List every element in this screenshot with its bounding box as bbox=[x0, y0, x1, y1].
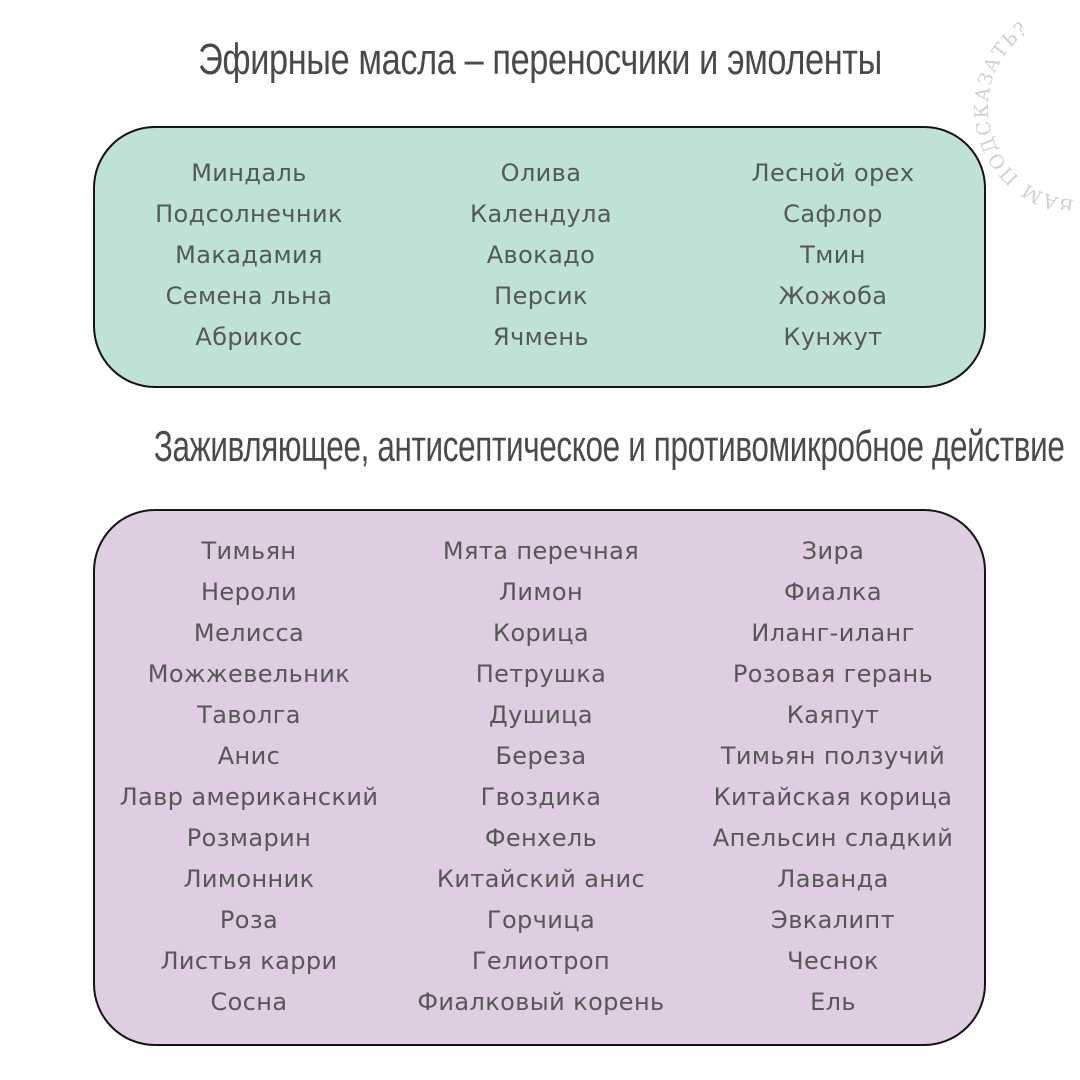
oil-item: Лаванда bbox=[777, 865, 889, 893]
oil-item: Розмарин bbox=[186, 824, 312, 852]
oil-item: Гелиотроп bbox=[471, 947, 611, 975]
oil-item: Абрикос bbox=[195, 323, 303, 351]
oil-item: Китайская корица bbox=[713, 783, 953, 811]
oil-item: Анис bbox=[217, 742, 281, 770]
oil-item: Лимонник bbox=[183, 865, 315, 893]
oil-item: Эвкалипт bbox=[771, 906, 895, 934]
oil-item: Календула bbox=[470, 200, 612, 228]
oil-item: Петрушка bbox=[475, 660, 607, 688]
oil-item: Лавр американский bbox=[119, 783, 379, 811]
oil-item: Миндаль bbox=[191, 159, 307, 187]
healing-oils-panel: Тимьян Нероли Мелисса Можжевельник Тавол… bbox=[93, 509, 986, 1046]
oil-item: Тмин bbox=[800, 241, 866, 269]
oil-item: Розовая герань bbox=[732, 660, 934, 688]
oil-item: Жожоба bbox=[778, 282, 888, 310]
oil-item: Чеснок bbox=[787, 947, 879, 975]
oil-item: Зира bbox=[801, 537, 865, 565]
svg-text:ВАМ ПОДСКАЗАТЬ?: ВАМ ПОДСКАЗАТЬ? bbox=[971, 17, 1075, 210]
oil-column-1: Миндаль Подсолнечник Макадамия Семена ль… bbox=[104, 153, 394, 358]
oil-item: Ель bbox=[810, 988, 856, 1016]
oil-item: Подсолнечник bbox=[155, 200, 343, 228]
oil-item: Мелисса bbox=[193, 619, 305, 647]
oil-item: Листья карри bbox=[160, 947, 338, 975]
carriers-oils-panel: Миндаль Подсолнечник Макадамия Семена ль… bbox=[93, 126, 986, 388]
oil-item: Олива bbox=[500, 159, 582, 187]
section-title-healing: Заживляющее, антисептическое и противоми… bbox=[153, 422, 1065, 471]
oil-item: Гвоздика bbox=[480, 783, 602, 811]
oil-item: Фиалковый корень bbox=[417, 988, 665, 1016]
oil-column-3: Лесной орех Сафлор Тмин Жожоба Кунжут bbox=[688, 153, 978, 358]
oil-item: Семена льна bbox=[165, 282, 333, 310]
oil-item: Кунжут bbox=[783, 323, 883, 351]
oil-item: Иланг-иланг bbox=[751, 619, 915, 647]
oil-item: Роза bbox=[219, 906, 279, 934]
oil-item: Горчица bbox=[486, 906, 596, 934]
oil-item: Таволга bbox=[197, 701, 301, 729]
oil-item: Каяпут bbox=[786, 701, 880, 729]
oil-column-2: Мята перечная Лимон Корица Петрушка Души… bbox=[396, 531, 686, 1023]
oil-item: Нероли bbox=[200, 578, 298, 606]
circular-stamp-watermark: ВАМ ПОДСКАЗАТЬ? bbox=[971, 17, 1075, 210]
oil-item: Сосна bbox=[210, 988, 288, 1016]
stamp-text: ВАМ ПОДСКАЗАТЬ? bbox=[971, 17, 1074, 210]
oil-item: Сафлор bbox=[783, 200, 883, 228]
oil-item: Душица bbox=[489, 701, 593, 729]
oil-item: Фиалка bbox=[784, 578, 882, 606]
oil-item: Персик bbox=[494, 282, 588, 310]
oil-item: Фенхель bbox=[484, 824, 598, 852]
oil-column-2: Олива Календула Авокадо Персик Ячмень bbox=[396, 153, 686, 358]
section-title-carriers: Эфирные масла – переносчики и эмоленты bbox=[198, 35, 882, 84]
oil-item: Можжевельник bbox=[147, 660, 351, 688]
oil-item: Лимон bbox=[498, 578, 584, 606]
oil-item: Тимьян ползучий bbox=[720, 742, 946, 770]
oil-item: Китайский анис bbox=[436, 865, 646, 893]
oil-column-3: Зира Фиалка Иланг-иланг Розовая герань К… bbox=[688, 531, 978, 1023]
oil-item: Макадамия bbox=[175, 241, 323, 269]
oil-item: Авокадо bbox=[486, 241, 596, 269]
oil-item: Корица bbox=[493, 619, 589, 647]
oil-item: Тимьян bbox=[201, 537, 297, 565]
oil-item: Апельсин сладкий bbox=[712, 824, 954, 852]
oil-column-1: Тимьян Нероли Мелисса Можжевельник Тавол… bbox=[104, 531, 394, 1023]
oil-item: Ячмень bbox=[493, 323, 589, 351]
oil-item: Береза bbox=[495, 742, 587, 770]
oil-item: Лесной орех bbox=[751, 159, 915, 187]
oil-item: Мята перечная bbox=[442, 537, 640, 565]
